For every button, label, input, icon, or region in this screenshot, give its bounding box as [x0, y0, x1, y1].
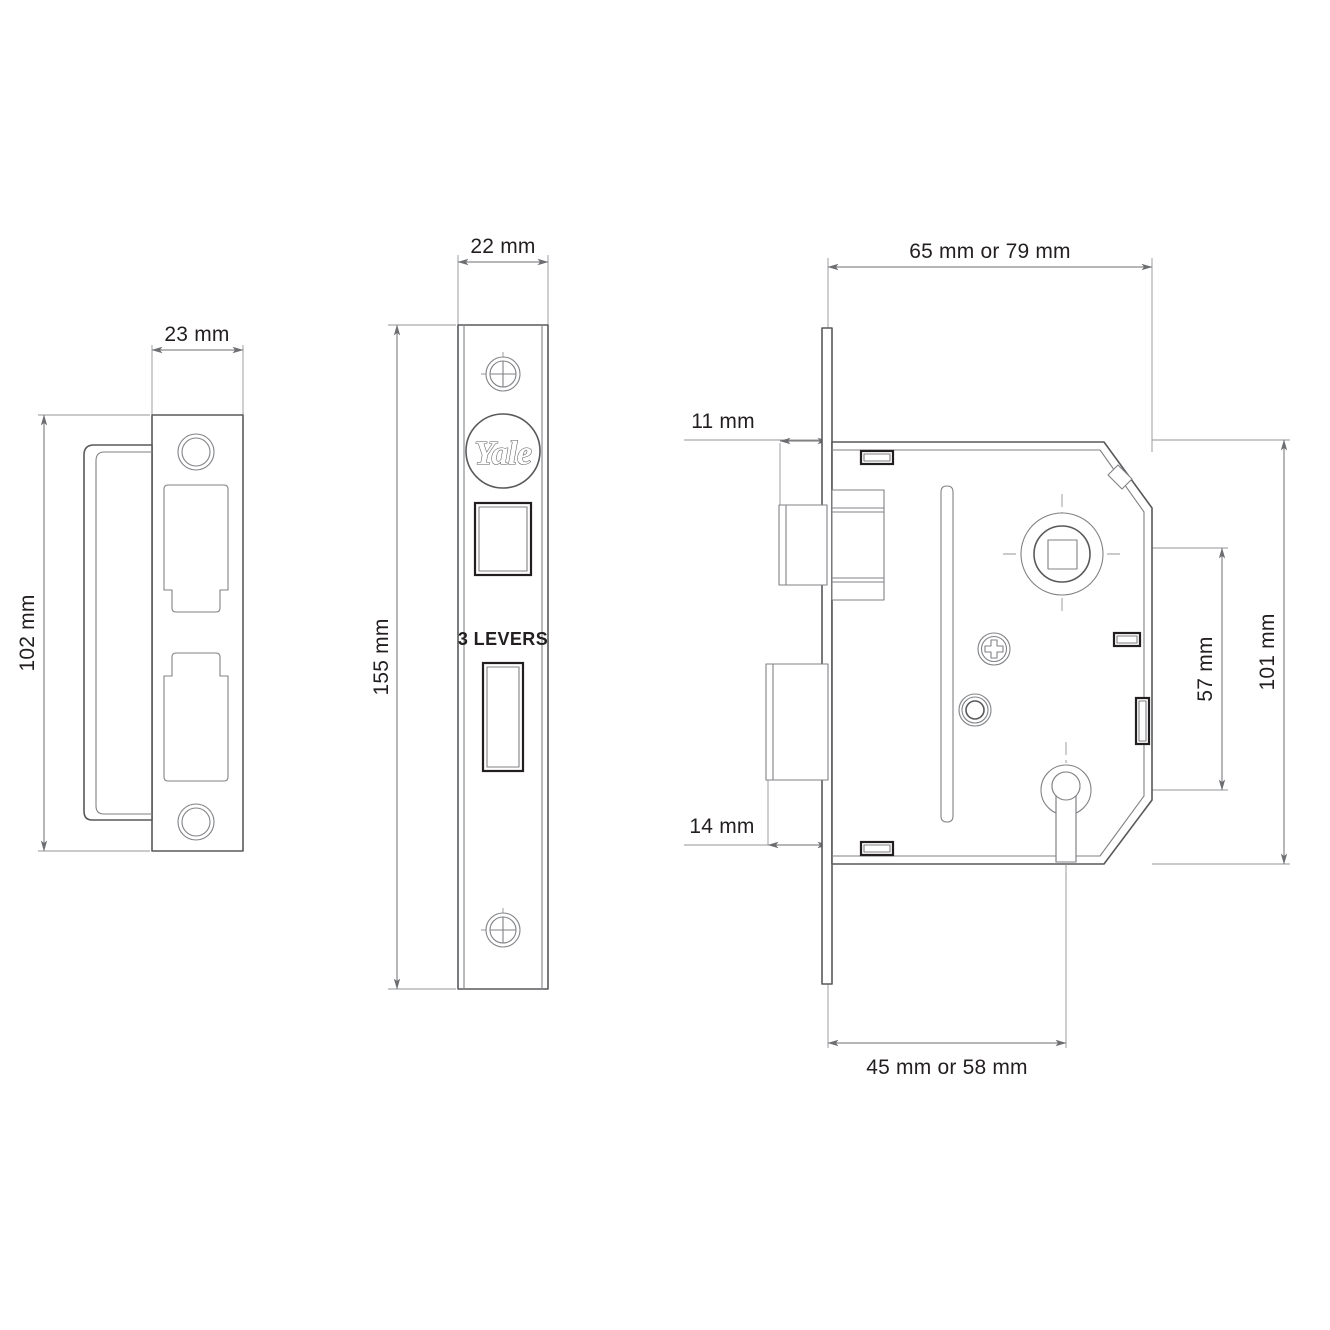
spindle-follower	[1003, 494, 1122, 614]
latch-bolt-carriage	[831, 489, 885, 601]
dimension-label-14mm: 14 mm	[689, 815, 754, 838]
strike-screw-hole-bottom	[177, 803, 215, 841]
brand-label: Yale	[474, 435, 532, 472]
faceplate-deadbolt-aperture	[481, 661, 525, 773]
dimension-case-height: 101 mm	[1152, 439, 1290, 865]
strike-latch-cutout	[163, 484, 229, 613]
lock-faceplate-edge	[821, 327, 833, 985]
dimension-label-57mm: 57 mm	[1194, 636, 1217, 701]
latch-bolt	[778, 504, 828, 586]
strike-deadbolt-cutout	[163, 652, 229, 782]
case-rivet	[958, 693, 992, 727]
dimension-label-45-58mm: 45 mm or 58 mm	[866, 1056, 1028, 1079]
keyhole	[1040, 742, 1092, 880]
dimension-label-23mm: 23 mm	[164, 323, 229, 346]
faceplate-brand-logo: Yale	[465, 413, 541, 489]
case-screw	[977, 632, 1011, 666]
chamfer-detail-diamond	[1107, 464, 1133, 490]
case-slot-lower	[859, 840, 895, 857]
dimension-latch-throw: 11 mm	[684, 410, 829, 505]
faceplate-screw-top	[481, 352, 525, 396]
dimension-label-11mm: 11 mm	[691, 410, 755, 433]
deadbolt	[765, 663, 829, 781]
case-slot-right-lower	[1134, 696, 1151, 746]
dimension-label-155mm: 155 mm	[370, 618, 393, 695]
view-faceplate: 22 mm 155 mm	[370, 235, 549, 990]
faceplate-latch-aperture	[473, 501, 533, 577]
levers-label: 3 LEVERS	[458, 629, 548, 649]
dimension-strike-width: 23 mm	[151, 323, 244, 420]
anti-saw-pin	[940, 485, 954, 823]
case-slot-right-upper	[1112, 631, 1142, 648]
case-slot-upper	[859, 449, 895, 466]
dimension-bolt-throw: 14 mm	[684, 780, 829, 849]
strike-screw-hole-top	[177, 433, 215, 471]
dimension-strike-height: 102 mm	[16, 414, 150, 852]
dimension-label-65-79mm: 65 mm or 79 mm	[909, 240, 1071, 263]
dimension-faceplate-height: 155 mm	[370, 324, 456, 990]
strike-plate-body	[83, 414, 244, 852]
faceplate-screw-bottom	[481, 908, 525, 952]
dimension-backset-total: 65 mm or 79 mm	[827, 240, 1153, 452]
view-strike-plate: 23 mm 102 mm	[16, 323, 244, 852]
brand-circle	[465, 413, 541, 489]
dimension-label-22mm: 22 mm	[470, 235, 535, 258]
dimension-label-102mm: 102 mm	[16, 594, 39, 671]
dimension-label-101mm: 101 mm	[1256, 613, 1279, 690]
faceplate-body	[457, 324, 549, 990]
view-lock-body: 65 mm or 79 mm 11 mm 14 mm 45	[684, 240, 1290, 1079]
dimension-faceplate-width: 22 mm	[457, 235, 549, 330]
